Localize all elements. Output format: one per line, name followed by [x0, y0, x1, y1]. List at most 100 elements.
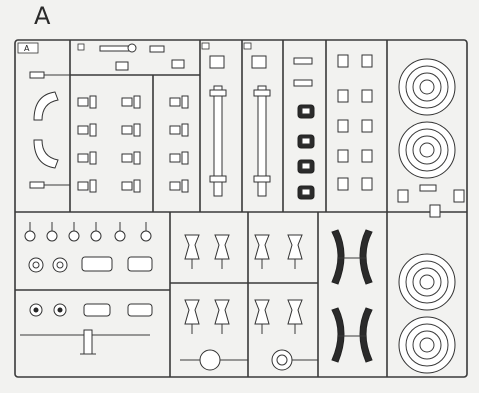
- clip-part: [133, 151, 141, 165]
- clip-part: [181, 151, 189, 165]
- sprue-title: A: [34, 2, 51, 30]
- small-part: [361, 149, 373, 163]
- suspension-arm-part: [214, 299, 230, 325]
- hub-part: [32, 261, 40, 269]
- tire-part: [419, 274, 435, 290]
- clip-part: [181, 95, 189, 109]
- tire-part: [405, 323, 449, 367]
- bushing-part: [293, 57, 313, 65]
- small-parts-column-right: [337, 54, 465, 218]
- clip-part: [121, 97, 133, 107]
- clip-part: [89, 123, 97, 137]
- tire-part: [405, 260, 449, 304]
- bottom-rod-part: [20, 329, 150, 355]
- clip-part: [121, 181, 133, 191]
- runners: [15, 40, 467, 377]
- small-part: [361, 54, 373, 68]
- tire-part: [419, 337, 435, 353]
- tire-part: [398, 316, 456, 374]
- hub-part: [33, 307, 39, 313]
- clip-part: [181, 179, 189, 193]
- axle-block-part: [127, 303, 153, 317]
- tire-part: [412, 135, 442, 165]
- clip-part: [133, 179, 141, 193]
- small-disc-part: [46, 230, 58, 242]
- clip-part: [169, 125, 181, 135]
- clip-part: [77, 181, 89, 191]
- clip-part: [121, 125, 133, 135]
- clip-part: [169, 97, 181, 107]
- clip-part: [121, 153, 133, 163]
- suspension-arm-part: [287, 299, 303, 325]
- clip-part: [133, 123, 141, 137]
- small-part: [337, 177, 349, 191]
- dark-bushing-parts: [293, 57, 315, 200]
- hub-part: [56, 261, 64, 269]
- axle-block-part: [127, 256, 153, 272]
- small-disc-part: [114, 230, 126, 242]
- clip-part: [77, 97, 89, 107]
- tire-part: [398, 253, 456, 311]
- small-part: [337, 54, 349, 68]
- axle-parts: [201, 42, 271, 197]
- axle-block-part: [83, 303, 111, 317]
- clip-part: [89, 179, 97, 193]
- curved-hose-parts: [29, 71, 70, 189]
- clip-parts-column-1: [77, 95, 189, 193]
- small-part: [337, 119, 349, 133]
- clip-part: [89, 151, 97, 165]
- tire-part: [412, 72, 442, 102]
- suspension-arm-part: [254, 234, 270, 260]
- small-disc-part: [90, 230, 102, 242]
- suspension-arm-part: [254, 299, 270, 325]
- tire-part: [405, 128, 449, 172]
- tire-part: [419, 142, 435, 158]
- small-part: [453, 189, 465, 203]
- suspension-arm-part: [184, 299, 200, 325]
- clip-part: [169, 153, 181, 163]
- small-part: [397, 189, 409, 203]
- small-part: [337, 149, 349, 163]
- sprue-tab-letter: A: [24, 44, 30, 53]
- small-disc-part: [24, 230, 36, 242]
- bushing-part: [301, 188, 311, 196]
- suspension-arm-parts: [184, 234, 303, 334]
- sprue-frame: [14, 39, 468, 378]
- suspension-arm-part: [184, 234, 200, 260]
- hub-part: [52, 257, 68, 273]
- lower-left-parts: [24, 222, 153, 317]
- bottom-disc-parts: [180, 349, 318, 371]
- small-part: [337, 89, 349, 103]
- clip-part: [169, 181, 181, 191]
- bushing-part: [301, 107, 311, 115]
- tire-part: [405, 65, 449, 109]
- small-part: [361, 119, 373, 133]
- sprue-tab: A: [17, 42, 39, 54]
- small-disc-part: [140, 230, 152, 242]
- clip-part: [77, 153, 89, 163]
- tire-parts: [398, 58, 456, 374]
- axle-block-part: [81, 256, 113, 272]
- suspension-arm-part: [287, 234, 303, 260]
- tire-part: [412, 267, 442, 297]
- bushing-part: [293, 79, 313, 87]
- small-part: [429, 204, 441, 218]
- tire-part: [419, 79, 435, 95]
- hub-part: [57, 307, 63, 313]
- clip-part: [181, 123, 189, 137]
- wishbone-parts: [331, 229, 373, 363]
- tire-part: [398, 58, 456, 116]
- tire-part: [398, 121, 456, 179]
- clip-part: [133, 95, 141, 109]
- bushing-part: [301, 137, 311, 145]
- tire-part: [412, 330, 442, 360]
- top-small-parts: [77, 43, 185, 71]
- small-disc-part: [68, 230, 80, 242]
- small-part: [361, 177, 373, 191]
- clip-part: [89, 95, 97, 109]
- small-part: [419, 184, 437, 192]
- clip-part: [77, 125, 89, 135]
- suspension-arm-part: [214, 234, 230, 260]
- bushing-part: [301, 162, 311, 170]
